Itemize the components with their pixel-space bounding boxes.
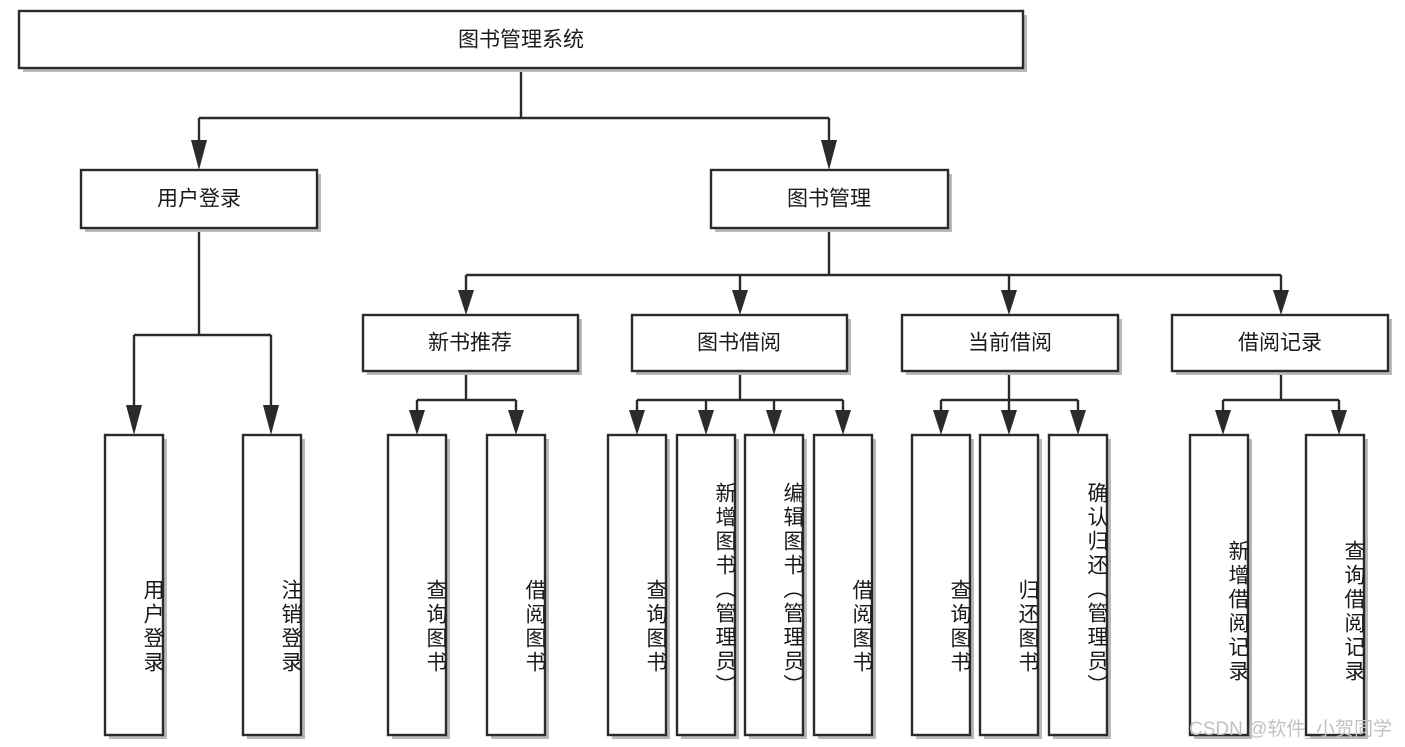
node-leaf-logout-box[interactable]: [241, 433, 303, 737]
node-user-login-label: 用户登录: [157, 188, 241, 211]
connector-group-newbook: [409, 375, 524, 435]
node-root-label: 图书管理系统: [458, 29, 584, 52]
node-leaf-bb-edit-book[interactable]: [743, 433, 807, 739]
node-borrow-records[interactable]: 借阅记录: [1170, 313, 1392, 375]
node-leaf-bb-borrow-book[interactable]: [812, 433, 876, 739]
arrowhead-bookborrow-leaf-4: [835, 410, 851, 435]
connector-group-userlogin: [126, 232, 279, 435]
node-book-management[interactable]: 图书管理: [709, 168, 952, 232]
node-leaf-br-add-record[interactable]: [1188, 433, 1252, 739]
node-leaf-bb-query-book-box[interactable]: [606, 433, 668, 737]
arrowhead-newbook-leaf-1: [409, 410, 425, 435]
node-user-login[interactable]: 用户登录: [79, 168, 321, 232]
arrowhead-bookborrow-leaf-2: [698, 410, 714, 435]
node-leaf-nb-borrow-book-box[interactable]: [485, 433, 547, 737]
arrowhead-leaf-logout: [263, 405, 279, 435]
connector-group-bookmgmt: [458, 232, 1289, 315]
arrowhead-currentborrow-leaf-1: [933, 410, 949, 435]
arrowhead-currentborrow: [1001, 290, 1017, 315]
node-leaf-user-login[interactable]: [103, 433, 167, 739]
arrowhead-leaf-user-login: [126, 405, 142, 435]
arrowhead-borrowrecords: [1273, 290, 1289, 315]
arrowhead-userlogin: [191, 140, 207, 170]
node-new-book-recommend-label: 新书推荐: [428, 332, 512, 355]
node-leaf-bb-query-book[interactable]: [606, 433, 670, 739]
node-leaf-br-query-record[interactable]: [1304, 433, 1368, 739]
arrowhead-newbook-leaf-2: [508, 410, 524, 435]
node-leaf-nb-borrow-book[interactable]: [485, 433, 549, 739]
node-leaf-logout[interactable]: [241, 433, 305, 739]
arrowhead-bookborrow-leaf-1: [629, 410, 645, 435]
arrowhead-newbook: [458, 290, 474, 315]
node-leaf-cb-query-book-box[interactable]: [910, 433, 972, 737]
node-borrow-records-box[interactable]: [1170, 313, 1390, 373]
node-leaf-user-login-box[interactable]: [103, 433, 165, 737]
node-current-borrow[interactable]: 当前借阅: [900, 313, 1122, 375]
node-new-book-recommend[interactable]: 新书推荐: [361, 313, 582, 375]
connector-group-currentborrow: [933, 375, 1086, 435]
node-book-management-label: 图书管理: [787, 188, 871, 211]
node-leaf-nb-query-book-box[interactable]: [386, 433, 448, 737]
node-book-borrow-box[interactable]: [630, 313, 849, 373]
node-leaf-bb-edit-book-box[interactable]: [743, 433, 805, 737]
node-leaf-br-query-record-box[interactable]: [1304, 433, 1366, 737]
node-current-borrow-box[interactable]: [900, 313, 1120, 373]
node-leaf-br-add-record-box[interactable]: [1188, 433, 1250, 737]
node-book-borrow-label: 图书借阅: [697, 332, 781, 355]
arrowhead-borrowrecords-leaf-2: [1331, 410, 1347, 435]
node-current-borrow-label: 当前借阅: [968, 332, 1052, 355]
node-borrow-records-label: 借阅记录: [1238, 332, 1322, 355]
node-book-management-box[interactable]: [709, 168, 950, 230]
connector-group-borrowrecords: [1215, 375, 1347, 435]
node-leaf-cb-confirm-return-box[interactable]: [1047, 433, 1109, 737]
node-root[interactable]: 图书管理系统: [17, 9, 1027, 72]
node-user-login-box[interactable]: [79, 168, 319, 230]
node-leaf-cb-return-book[interactable]: [978, 433, 1042, 739]
node-root-box[interactable]: [17, 9, 1025, 70]
connector-group-bookborrow: [629, 375, 851, 435]
node-leaf-bb-add-book[interactable]: [675, 433, 739, 739]
node-leaf-cb-confirm-return[interactable]: [1047, 433, 1111, 739]
arrowhead-bookborrow-leaf-3: [766, 410, 782, 435]
node-leaf-cb-return-book-box[interactable]: [978, 433, 1040, 737]
node-book-borrow[interactable]: 图书借阅: [630, 313, 851, 375]
node-leaf-cb-query-book[interactable]: [910, 433, 974, 739]
connector-group-root: [191, 68, 837, 170]
arrowhead-bookmgmt: [821, 140, 837, 170]
node-leaf-nb-query-book[interactable]: [386, 433, 450, 739]
arrowhead-bookborrow: [732, 290, 748, 315]
arrowhead-borrowrecords-leaf-1: [1215, 410, 1231, 435]
arrowhead-currentborrow-leaf-2: [1001, 410, 1017, 435]
node-leaf-bb-add-book-box[interactable]: [675, 433, 737, 737]
node-new-book-recommend-box[interactable]: [361, 313, 580, 373]
node-leaf-bb-borrow-book-box[interactable]: [812, 433, 874, 737]
arrowhead-currentborrow-leaf-3: [1070, 410, 1086, 435]
